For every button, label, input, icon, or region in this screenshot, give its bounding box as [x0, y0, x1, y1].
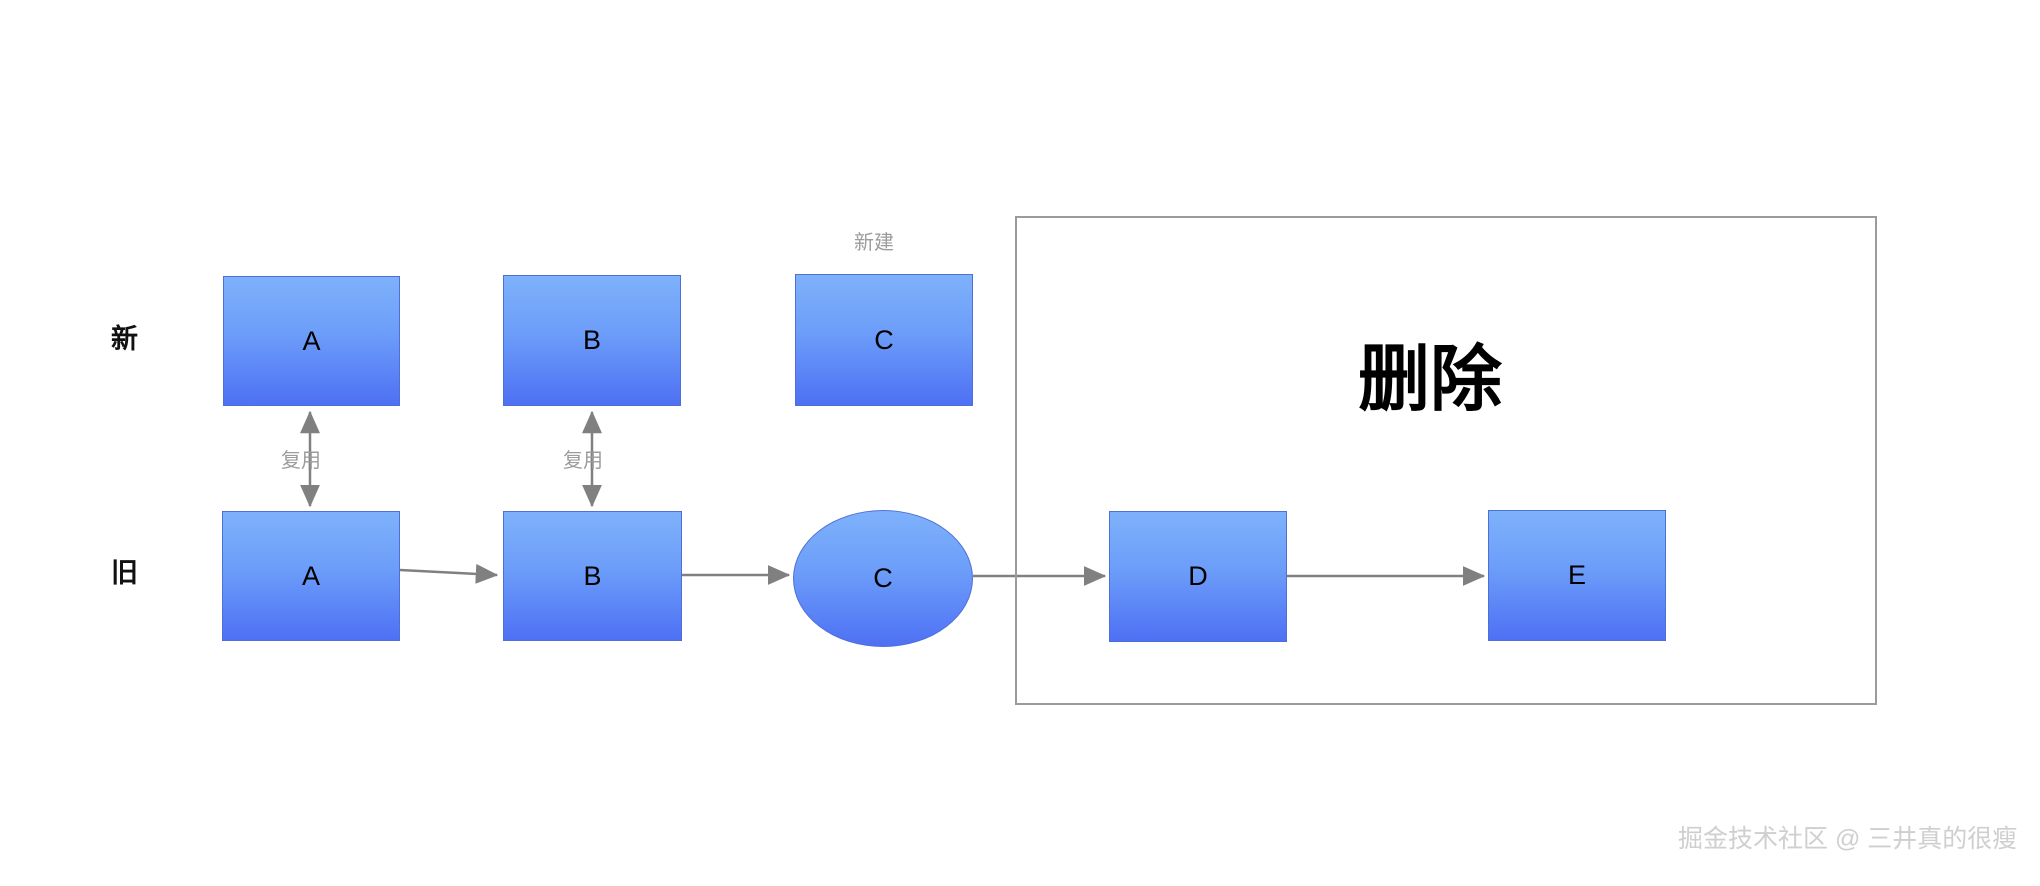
node-old-d[interactable]: D	[1109, 511, 1287, 642]
caption-create-c: 新建	[854, 232, 894, 254]
node-new-a[interactable]: A	[223, 276, 400, 406]
edge-old-a-to-b	[399, 563, 499, 584]
caption-reuse-a: 复用	[281, 450, 321, 472]
row-label-old: 旧	[111, 558, 138, 588]
row-label-new: 新	[111, 324, 138, 354]
node-new-b[interactable]: B	[503, 275, 681, 406]
caption-reuse-b: 复用	[563, 450, 603, 472]
node-old-c[interactable]: C	[793, 510, 973, 647]
node-old-a[interactable]: A	[222, 511, 400, 641]
node-old-e[interactable]: E	[1488, 510, 1666, 641]
watermark: 掘金技术社区 @ 三井真的很瘦	[1678, 825, 2018, 853]
node-new-c[interactable]: C	[795, 274, 973, 406]
delete-region	[1015, 216, 1877, 705]
delete-region-label: 删除	[1358, 340, 1503, 420]
node-old-b[interactable]: B	[503, 511, 682, 641]
